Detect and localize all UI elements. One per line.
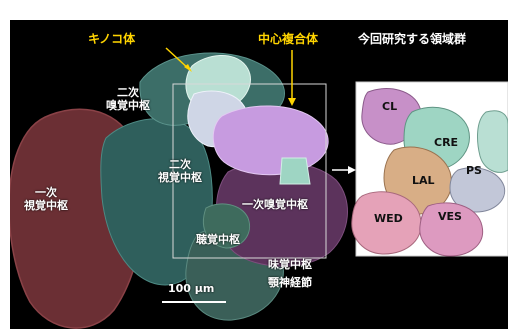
secondary-olfactory-line2: 嗅覚中枢 bbox=[106, 99, 150, 112]
region-label-cl: CL bbox=[382, 100, 397, 113]
primary-olfactory-label: 一次嗅覚中枢 bbox=[242, 198, 308, 211]
region-label-ves: VES bbox=[438, 210, 462, 223]
secondary-visual-label: 二次 視覚中枢 bbox=[158, 158, 202, 184]
secondary-olfactory-label: 二次 嗅覚中枢 bbox=[106, 86, 150, 112]
primary-visual-line1: 一次 bbox=[24, 186, 68, 199]
gustatory-label: 味覚中枢 bbox=[268, 258, 312, 271]
region-label-ps: PS bbox=[466, 164, 482, 177]
central-stalk-shape bbox=[280, 158, 310, 184]
secondary-visual-line2: 視覚中枢 bbox=[158, 171, 202, 184]
primary-visual-line2: 視覚中枢 bbox=[24, 199, 68, 212]
primary-visual-label: 一次 視覚中枢 bbox=[24, 186, 68, 212]
secondary-visual-line1: 二次 bbox=[158, 158, 202, 171]
region-label-lal: LAL bbox=[412, 174, 435, 187]
central-complex-shape bbox=[213, 106, 328, 175]
mushroom-body-label: キノコ体 bbox=[88, 32, 135, 46]
central-complex-arrowhead bbox=[288, 98, 296, 106]
region-label-wed: WED bbox=[374, 212, 403, 225]
region-label-cre: CRE bbox=[434, 136, 458, 149]
inset-arrow-head bbox=[348, 166, 356, 174]
auditory-label: 聴覚中枢 bbox=[196, 233, 240, 246]
region-title: 今回研究する領域群 bbox=[358, 32, 466, 46]
secondary-olfactory-line1: 二次 bbox=[106, 86, 150, 99]
brain-panel: キノコ体 中心複合体 今回研究する領域群 二次 嗅覚中枢 二次 視覚中枢 一次 … bbox=[10, 20, 508, 329]
mandibular-ganglion-label: 顎神経節 bbox=[268, 276, 312, 289]
scale-bar-label: 100 μm bbox=[168, 282, 214, 295]
central-complex-label: 中心複合体 bbox=[258, 32, 318, 46]
